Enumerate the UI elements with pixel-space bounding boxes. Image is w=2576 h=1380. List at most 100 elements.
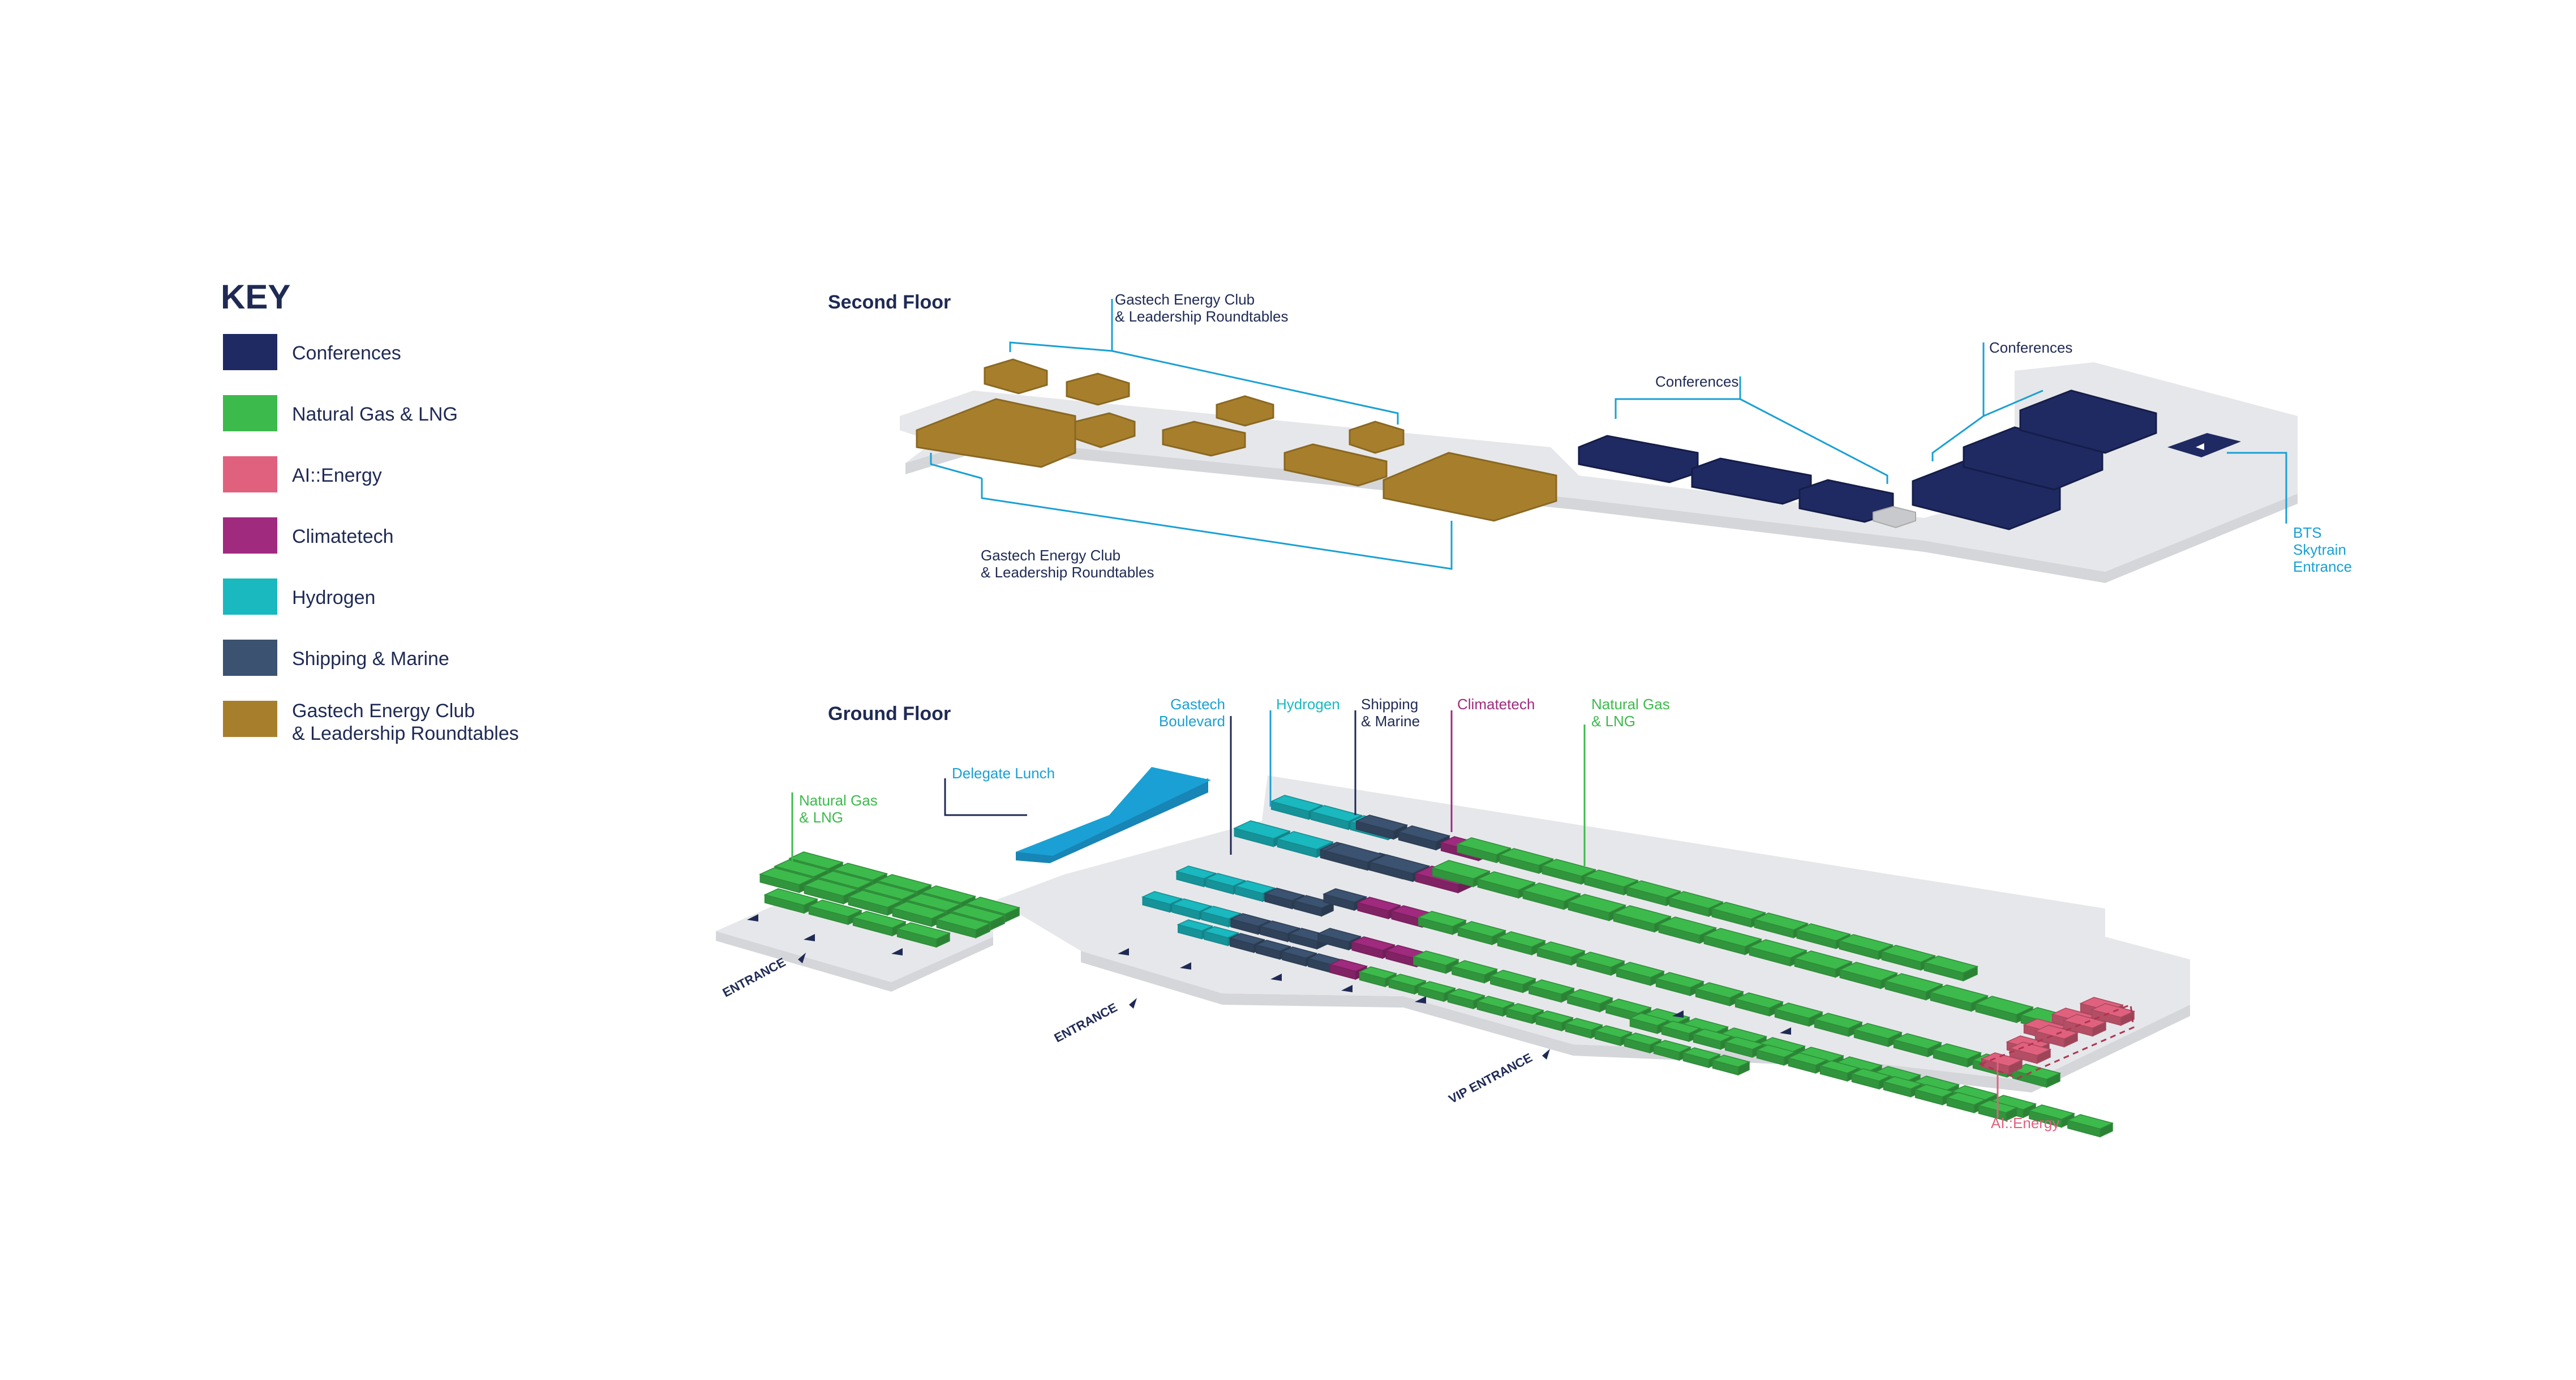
bts-label-1: BTS	[2293, 524, 2322, 541]
stand-face	[1324, 843, 1385, 863]
stand-natural-gas-face	[808, 899, 863, 917]
stand-face	[1397, 825, 1451, 843]
stand-natural-gas-face	[862, 882, 918, 900]
arrow-icon	[1118, 948, 1129, 955]
stand-face	[1711, 1055, 1751, 1068]
club-bottom-label-1: Gastech Energy Club	[981, 547, 1120, 564]
stand-face	[1793, 950, 1853, 970]
stand	[1711, 902, 1767, 928]
stand-natural-gas-face	[818, 871, 874, 889]
stand-natural-gas-face	[774, 859, 830, 877]
shipping-label-1: Shipping	[1361, 696, 1418, 713]
stand-face	[1839, 962, 1899, 982]
stand-face	[1932, 1043, 1982, 1060]
stand	[1813, 1013, 1864, 1037]
legend-label: Gastech Energy Club& Leadership Roundtab…	[292, 700, 519, 745]
entrance-label-1: ENTRANCE	[720, 955, 788, 1000]
legend-label-line: Shipping & Marine	[292, 648, 449, 670]
stand-face	[1748, 939, 1808, 959]
stand-face	[1853, 1023, 1903, 1039]
stand-face	[1660, 1021, 1702, 1034]
stand-face	[1629, 1013, 1670, 1026]
second-floor-callouts	[930, 299, 2287, 570]
stand-natural-gas-face	[965, 897, 1021, 915]
stand-natural-gas	[935, 912, 991, 938]
second-floor-plate-edge	[905, 439, 2298, 583]
stand-natural-gas-face	[950, 905, 1006, 923]
stand-face	[1692, 1028, 1733, 1042]
legend-swatch	[223, 578, 277, 615]
stand-face	[1175, 865, 1217, 880]
legend-label-line: Conferences	[292, 342, 401, 364]
stand-face	[1281, 946, 1318, 959]
stand-face	[1980, 1052, 2024, 1067]
stand-natural-gas-face	[891, 901, 947, 919]
stand-face	[1652, 1040, 1692, 1053]
stand-face	[1358, 966, 1398, 979]
club-block	[984, 358, 1048, 395]
stand	[2028, 1104, 2076, 1128]
stand-face	[1594, 1025, 1633, 1038]
club-block	[1162, 421, 1246, 457]
ai-energy-dashed-outline	[1978, 1003, 2135, 1079]
bts-callout	[2227, 452, 2287, 524]
stand-face	[1536, 941, 1586, 958]
stand-natural-gas-face	[921, 885, 977, 903]
stand-face	[1322, 888, 1368, 903]
stand-face	[1234, 880, 1276, 894]
stand-face	[1412, 950, 1460, 966]
stand	[2062, 1014, 2107, 1037]
legend-swatch	[223, 701, 277, 737]
stand-face	[1259, 920, 1301, 935]
ai-energy-label: AI::Energy	[1991, 1115, 2059, 1132]
legend-label: Climatetech	[292, 525, 394, 548]
stand-face	[1329, 959, 1368, 972]
stand-face	[1819, 1060, 1860, 1074]
stand-face	[1505, 1003, 1545, 1016]
stand-face	[1914, 1084, 1955, 1098]
legend-title: KEY	[221, 278, 291, 316]
stand-face	[1233, 820, 1291, 839]
stand-face	[1623, 1032, 1663, 1045]
stand	[1417, 911, 1467, 935]
stand	[2066, 1114, 2114, 1138]
club-top-callout	[1009, 299, 1113, 352]
stand	[1819, 1060, 1860, 1082]
club-top-label-2: & Leadership Roundtables	[1115, 308, 1288, 325]
stand-natural-gas-face	[788, 851, 844, 869]
natural-gas-left-label-2: & LNG	[799, 809, 843, 826]
legend-label: Shipping & Marine	[292, 648, 449, 670]
stand-face	[1626, 880, 1682, 898]
stand	[1535, 1010, 1574, 1032]
legend-label: Conferences	[292, 342, 401, 365]
arrow-icon	[1672, 1010, 1684, 1018]
stand-face	[1655, 972, 1705, 988]
stand	[1884, 973, 1944, 1001]
delegate-lunch-callout	[944, 778, 1027, 816]
stand	[1567, 894, 1627, 922]
stand-face	[1350, 936, 1396, 951]
conferences-a-callout-b	[1740, 398, 1888, 484]
entrance-arrows	[747, 914, 1791, 1035]
conference-block	[1578, 435, 1699, 483]
arrow-icon	[891, 948, 903, 955]
stand-face	[1276, 831, 1334, 850]
conferences-b-label: Conferences	[1989, 339, 2072, 356]
stand-face	[1200, 906, 1242, 920]
stand-face	[1356, 897, 1402, 911]
stand-natural-gas-face	[877, 874, 933, 892]
stand-face	[1851, 1068, 1892, 1082]
club-bottom-label-2: & Leadership Roundtables	[981, 564, 1154, 581]
legend-label: AI::Energy	[292, 464, 382, 487]
stand-face	[1703, 928, 1763, 948]
stand	[1914, 1084, 1955, 1105]
stand-face	[1270, 795, 1324, 812]
ground-floor-stands	[759, 795, 2136, 1138]
stand	[2011, 1064, 2062, 1088]
legend-label-line: Natural Gas & LNG	[292, 404, 458, 425]
club-block	[1349, 421, 1405, 454]
legend-label-line: Climatetech	[292, 526, 394, 547]
stand-face	[1974, 996, 2034, 1015]
conferences-a-callout	[1615, 376, 1741, 419]
